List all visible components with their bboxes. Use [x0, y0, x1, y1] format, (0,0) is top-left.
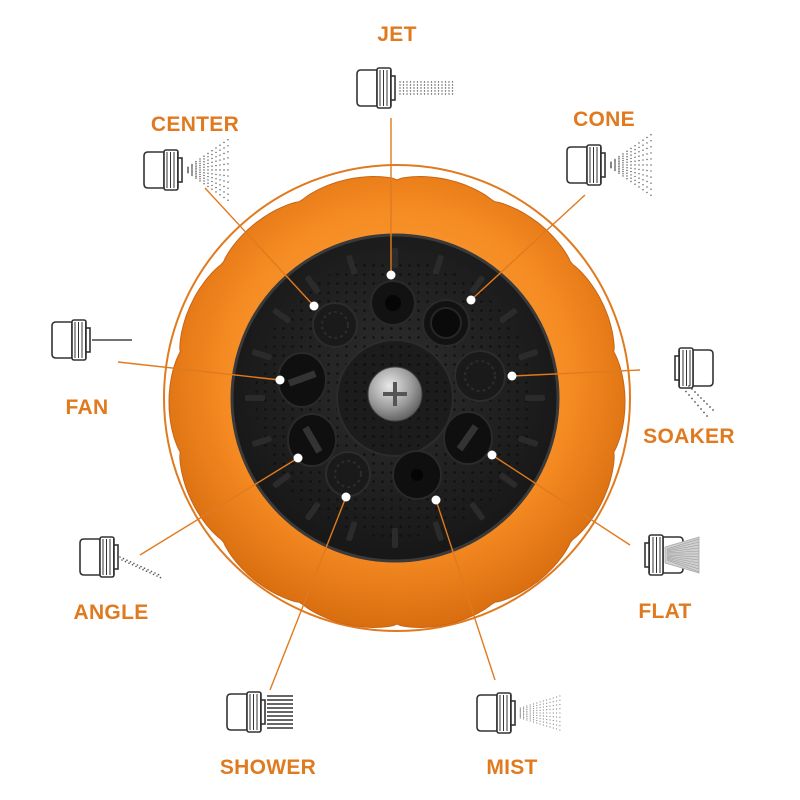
fan-leader-line	[117, 361, 281, 381]
leader-lines	[117, 118, 641, 691]
dial-slot	[251, 349, 272, 361]
dial-slot	[518, 435, 539, 447]
dial-slot	[525, 395, 545, 401]
nozzle-shower-outlet[interactable]	[325, 451, 371, 497]
cone-leader-line	[470, 194, 586, 301]
soaker-mode-label: SOAKER	[643, 425, 735, 448]
flat-leader-line	[491, 454, 631, 546]
angle-mode-label: ANGLE	[73, 601, 149, 624]
soaker-leader-line	[511, 369, 641, 377]
nozzle-jet-outlet[interactable]	[370, 280, 416, 326]
cone-marker-dot	[466, 295, 476, 305]
dial-slot	[346, 521, 358, 542]
dial-slot	[272, 308, 291, 324]
cone-mode-label: CONE	[573, 108, 635, 131]
nozzle-angle-outlet[interactable]	[287, 413, 337, 467]
fan-marker-dot	[275, 375, 285, 385]
shower-leader-line	[269, 496, 347, 691]
dial-slot	[392, 528, 398, 548]
jet-mode-label: JET	[377, 23, 417, 46]
dial-slot	[469, 502, 485, 521]
dial-slot	[392, 248, 398, 268]
jet-marker-dot	[386, 270, 396, 280]
nozzle-soaker-outlet[interactable]	[454, 350, 506, 402]
mist-mode-label: MIST	[486, 756, 538, 779]
mist-leader-line	[435, 499, 496, 681]
dial-slot	[245, 395, 265, 401]
mode-icons	[51, 67, 714, 734]
dial-slot	[469, 275, 485, 294]
nozzle-fan-outlet[interactable]	[277, 352, 327, 408]
shower-mode-label: SHOWER	[219, 756, 317, 779]
cone-spray-icon	[566, 134, 652, 196]
dial-slot	[305, 502, 321, 521]
dial-slot	[346, 254, 358, 275]
dial-slot	[432, 254, 444, 275]
dial-slot	[518, 349, 539, 361]
angle-leader-line	[139, 457, 299, 556]
fan-spray-icon	[51, 319, 132, 361]
dial-slot	[251, 435, 272, 447]
nozzle-cone-outlet[interactable]	[422, 299, 470, 347]
dial-slot	[499, 472, 518, 488]
center-leader-line	[204, 187, 315, 307]
shower-spray-icon	[226, 691, 293, 733]
dial-slots	[245, 248, 545, 548]
nozzle-center-outlet[interactable]	[312, 302, 358, 348]
dial-slot	[432, 521, 444, 542]
center-marker-dot	[309, 301, 319, 311]
flat-mode-label: FLAT	[638, 600, 692, 623]
mist-spray-icon	[476, 692, 561, 734]
dial-slot	[499, 308, 518, 324]
dial-slot	[305, 275, 321, 294]
angle-spray-icon	[79, 536, 162, 579]
nozzle-flat-outlet[interactable]	[443, 411, 493, 465]
outer-ring	[163, 164, 631, 632]
soaker-marker-dot	[507, 371, 517, 381]
fan-mode-label: FAN	[65, 396, 109, 419]
center-mode-label: CENTER	[150, 113, 240, 136]
center-spray-icon	[143, 139, 229, 201]
nozzle-mist-outlet[interactable]	[392, 450, 442, 500]
dial-face-rim	[230, 233, 560, 563]
nozzle-dial[interactable]	[168, 175, 626, 629]
mist-marker-dot	[431, 495, 441, 505]
soaker-spray-icon	[674, 347, 714, 417]
flat-marker-dot	[487, 450, 497, 460]
screw-cross	[383, 382, 407, 406]
jet-spray-icon	[356, 67, 454, 109]
flat-spray-icon	[644, 534, 700, 576]
dial-slot	[272, 472, 291, 488]
shower-marker-dot	[341, 492, 351, 502]
angle-marker-dot	[293, 453, 303, 463]
